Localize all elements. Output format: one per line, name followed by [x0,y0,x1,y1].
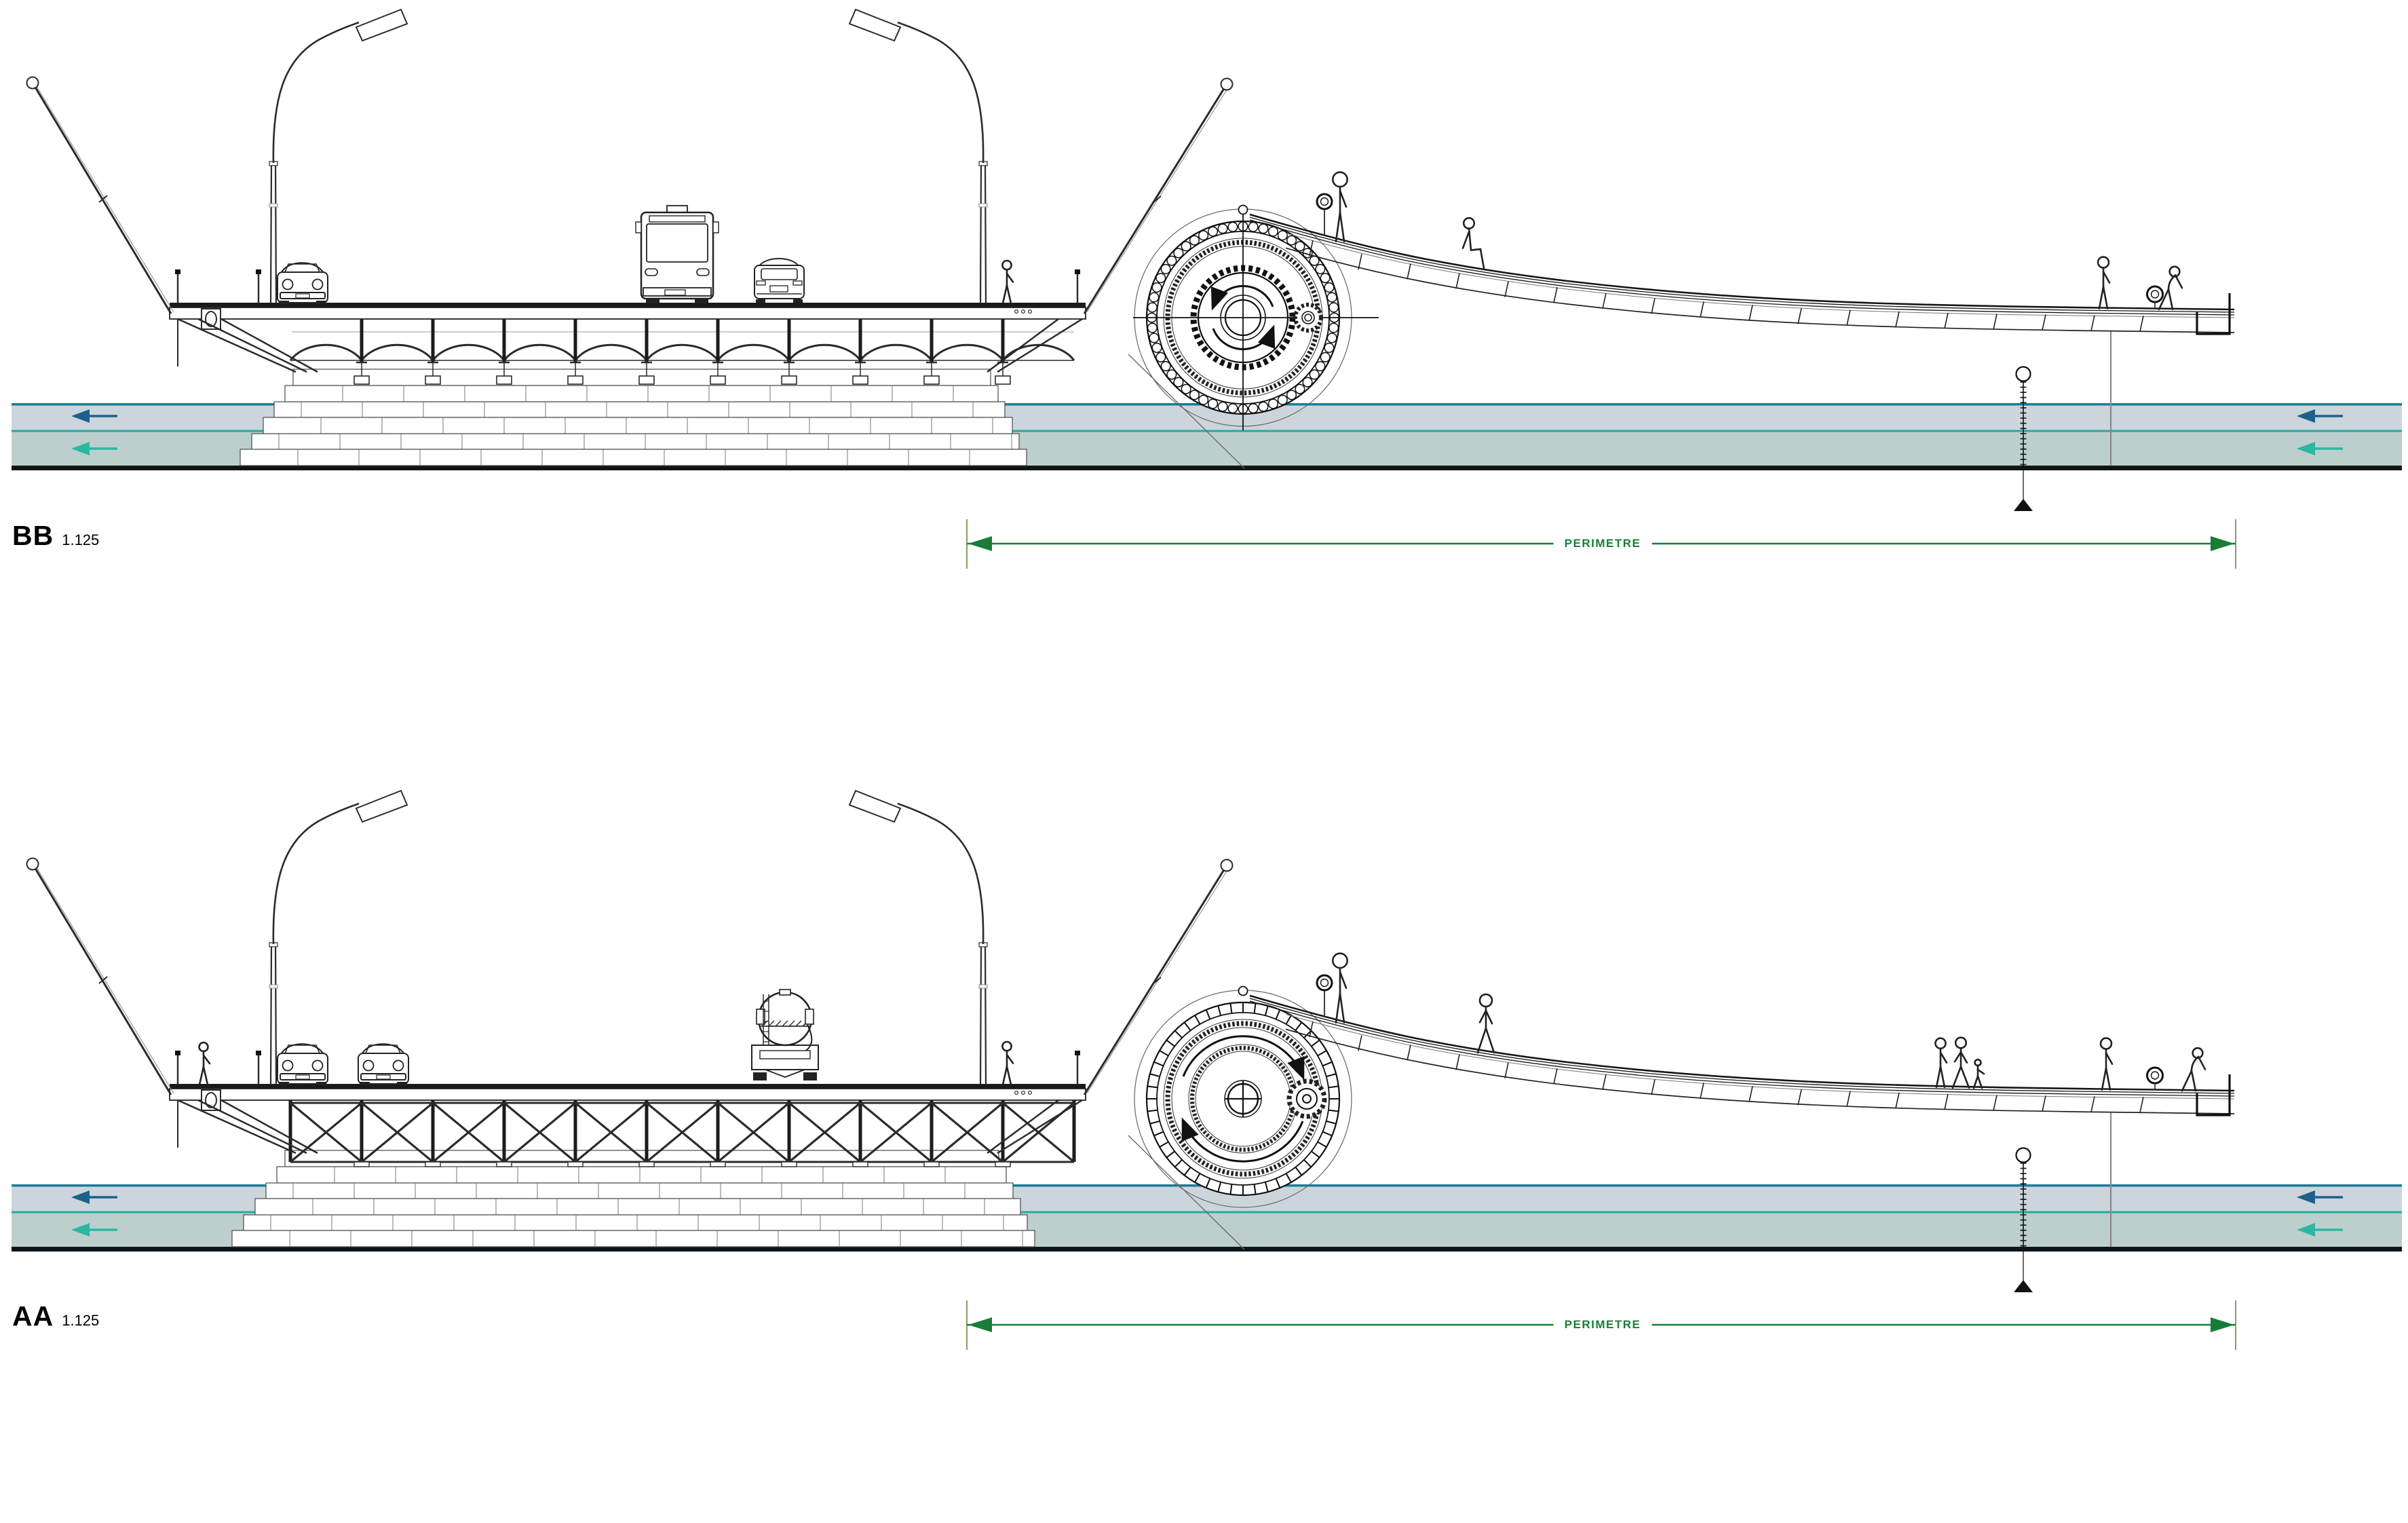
pedestrian-figure [2097,256,2111,309]
bollard-icon [256,1051,261,1055]
depth-gauge [2014,1112,2112,1292]
water-wheel [1133,204,1379,430]
section-scale-aa: 1.125 [62,1312,100,1329]
mooring-boom [1083,859,1234,1095]
hub-crosshair-icon [1224,1080,1262,1118]
pedestrian-ramp [1249,171,2235,335]
street-lamp-icon [269,789,408,1085]
bollard-icon [1075,1051,1080,1055]
boom-tip-ball [1220,77,1234,91]
section-view-bb [12,8,2402,569]
rotation-arrow [1181,1035,1305,1163]
water-wheel [1134,985,1352,1208]
bus-icon [635,205,719,303]
pedestrian-figure [1001,259,1014,305]
bollard-icon [175,1051,180,1055]
dimension-label-perimetre-bb: PERIMETRE [1553,537,1652,550]
mooring-boom [1083,77,1234,314]
car-icon [277,1043,328,1085]
life-ring-icon [1316,974,1333,1018]
ramp-end-profile [2196,293,2231,335]
ramp-pivot-pin [1238,985,1248,996]
dimension-label-perimetre-aa: PERIMETRE [1553,1318,1652,1332]
pinion-gear-icon [1286,1078,1327,1119]
mixer-truck-icon [751,989,819,1080]
street-lamp-icon [848,789,988,1085]
flow-arrow [71,1190,2343,1237]
pedestrian-figure [198,1041,211,1086]
boom-tip-ball [26,76,39,90]
bollard-icon [1075,269,1080,274]
riverbed-line [12,466,2402,470]
street-lamp-icon [848,8,988,304]
section-scale-bb: 1.125 [62,531,100,548]
roller-rim [1146,221,1340,415]
riverbed-line [12,1247,2402,1252]
life-ring-icon [1316,193,1333,237]
pedestrian-figure [1934,1037,1948,1089]
view-label-bb: BB 1.125 [12,520,99,552]
section-id-aa: AA [12,1300,54,1332]
boom-tip-ball [1220,859,1234,872]
deck-people [1001,259,1014,305]
car-icon [277,262,328,304]
street-lamp-icon [269,8,408,304]
mooring-boom [26,76,174,314]
pedestrian-figure [1972,1058,1985,1089]
cross-braced-truss [288,1100,1076,1167]
pedestrian-figure [2158,265,2183,311]
pinion-gear-icon [1293,303,1323,333]
lamp-head-icon [355,8,408,42]
deck-vehicles [277,989,819,1085]
car-icon [358,1043,409,1085]
boom-tip-ball [26,857,39,871]
bollard-icon [175,269,180,274]
datum-triangle-marker [2014,1280,2033,1292]
pedestrian-figure [1331,171,1349,243]
deck-people [198,1040,1014,1086]
pedestrian-figure [1001,1040,1014,1086]
bridge-deck [169,269,1086,373]
lamp-head-icon [355,789,408,823]
section-view-aa [12,789,2402,1350]
hand-cart-wheel-icon [2146,285,2164,309]
view-label-aa: AA 1.125 [12,1300,99,1332]
pedestrian-ramp [1249,952,2235,1116]
deck-vehicles [277,205,805,304]
lamp-head-icon [848,8,902,42]
ramp-end-profile [2196,1074,2231,1116]
ramp-pivot-pin [1238,204,1248,215]
bollard-icon [256,269,261,274]
masonry-pier [231,1150,1035,1247]
datum-triangle-marker [2014,499,2033,511]
section-id-bb: BB [12,520,54,551]
pedestrian-figure [1331,952,1349,1024]
flow-arrow [71,409,2343,455]
depth-gauge [2014,331,2112,511]
car-icon [754,258,805,303]
pedestrian-figure [2181,1047,2206,1092]
pedestrian-figure [1476,993,1495,1054]
pedestrian-figure [1951,1036,1970,1089]
segment-rim [1147,1002,1339,1195]
lamp-head-icon [848,789,902,823]
hand-cart-wheel-icon [2146,1066,2164,1090]
mooring-boom [26,857,174,1095]
pedestrian-figure [1461,217,1485,269]
pedestrian-figure [2099,1037,2114,1091]
